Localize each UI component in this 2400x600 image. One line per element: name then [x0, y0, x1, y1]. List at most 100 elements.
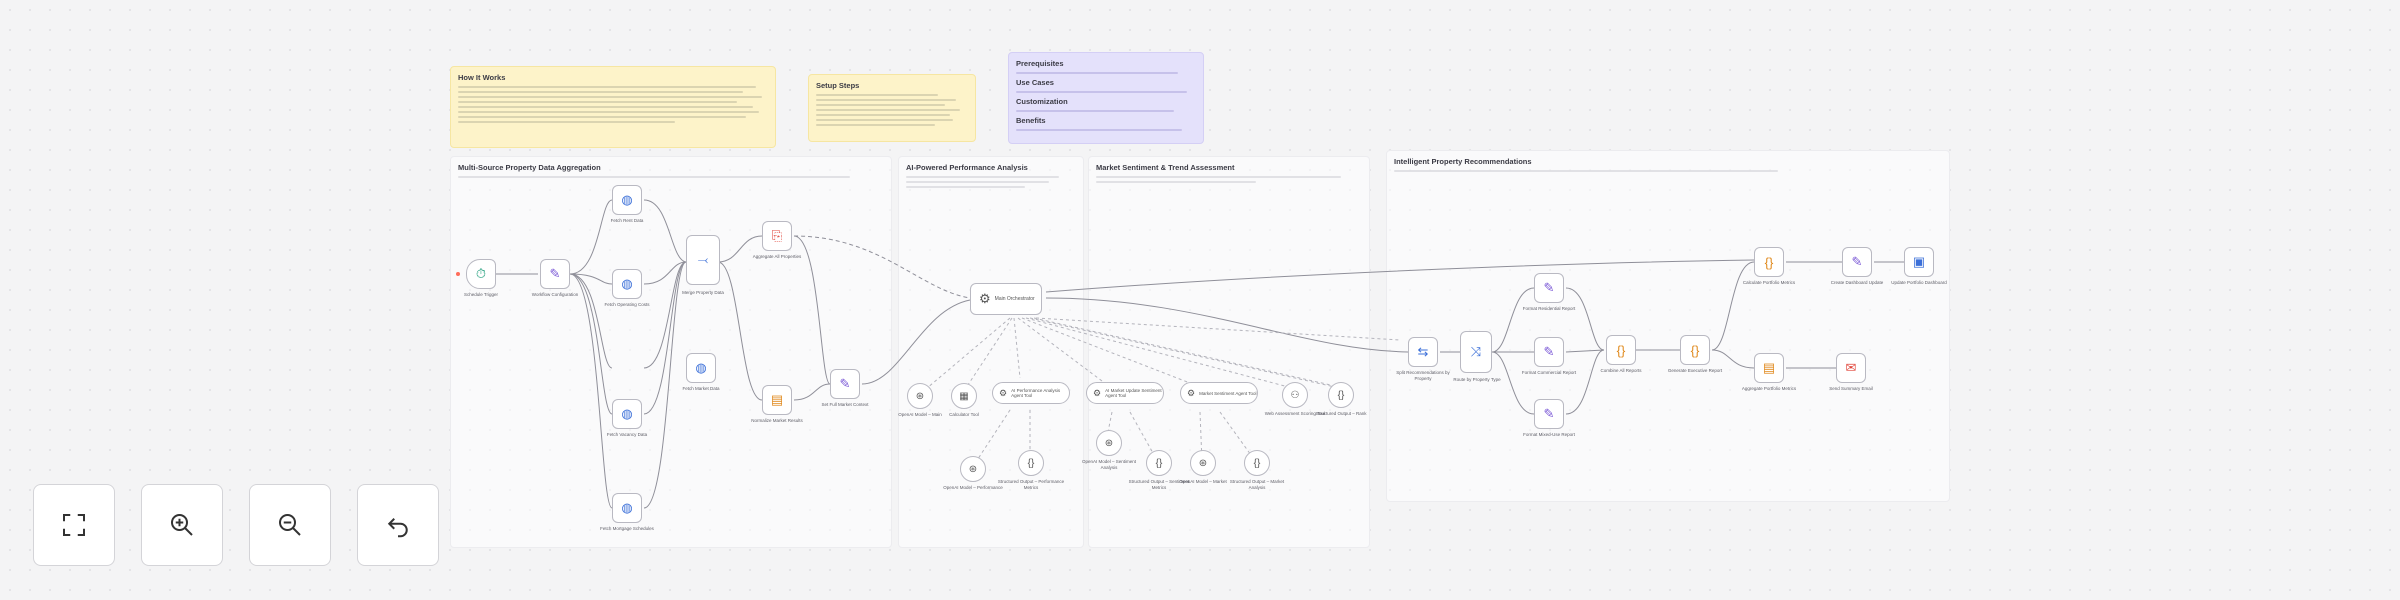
note-title: How It Works	[458, 73, 506, 82]
node-label: Create Dashboard Update	[1830, 280, 1884, 285]
send-email-node[interactable]: ✉	[1836, 353, 1866, 383]
node-label: Split Recommendations by Property	[1396, 370, 1450, 381]
node-label: Workflow Configuration	[531, 292, 579, 297]
openai-model-performance-node[interactable]: ⊛	[960, 456, 986, 482]
zoom-in-button[interactable]	[141, 484, 223, 566]
set-context-node[interactable]: ✎	[830, 369, 860, 399]
structured-output-sentiment-node[interactable]: {}	[1146, 450, 1172, 476]
merge-node[interactable]: ⤙	[686, 235, 720, 285]
note-setup-steps[interactable]: Setup Steps	[808, 74, 976, 142]
node-label: Combine All Reports	[1600, 368, 1642, 373]
note-title: Benefits	[1016, 116, 1046, 125]
node-label: AI Market Update Sentiment Agent Tool	[1105, 388, 1162, 398]
node-label: OpenAI Model – Sentiment Analysis	[1081, 459, 1137, 470]
section-sentiment[interactable]: Market Sentiment & Trend Assessment	[1088, 156, 1370, 548]
node-label: Route by Property Type	[1453, 377, 1501, 382]
performance-agent-tool-node[interactable]: ⚙AI Performance Analysis Agent Tool	[992, 382, 1070, 404]
generate-report-node[interactable]: {}	[1680, 335, 1710, 365]
combine-reports-node[interactable]: {}	[1606, 335, 1636, 365]
section-performance[interactable]: AI-Powered Performance Analysis	[898, 156, 1084, 548]
zoom-out-icon	[279, 514, 301, 536]
calculator-tool-node[interactable]: ▦	[951, 383, 977, 409]
sentiment-agent-tool-node[interactable]: ⚙AI Market Update Sentiment Agent Tool	[1086, 382, 1164, 404]
robot-icon: ⚙	[979, 291, 991, 306]
robot-icon: ⚙	[999, 387, 1008, 398]
aggregate-node[interactable]: ⎘	[762, 221, 792, 251]
split-recommendations-node[interactable]: ⇆	[1408, 337, 1438, 367]
update-dashboard-node[interactable]: ▣	[1904, 247, 1934, 277]
web-assessment-tool-node[interactable]: ⚇	[1282, 382, 1308, 408]
node-label: Calculator Tool	[949, 412, 979, 417]
node-label: Main Orchestrator	[994, 296, 1035, 302]
node-label: OpenAI Model – Performance	[943, 485, 1003, 490]
note-prerequisites[interactable]: Prerequisites Use Cases Customization Be…	[1008, 52, 1204, 144]
structured-output-market-node[interactable]: {}	[1244, 450, 1270, 476]
node-label: Generate Executive Report	[1667, 368, 1723, 373]
openai-model-market-node[interactable]: ⊛	[1190, 450, 1216, 476]
workflow-config-node[interactable]: ✎	[540, 259, 570, 289]
fetch-node-5[interactable]: ◍	[612, 493, 642, 523]
calculate-metrics-node[interactable]: {}	[1754, 247, 1784, 277]
node-label: Fetch Mortgage Schedules	[600, 526, 654, 531]
format-mixed-use-node[interactable]: ✎	[1534, 399, 1564, 429]
node-label: Fetch Rent Data	[610, 218, 644, 223]
node-label: Schedule Trigger	[463, 292, 499, 297]
route-property-type-node[interactable]: ⤨	[1460, 331, 1492, 373]
node-label: Calculate Portfolio Metrics	[1742, 280, 1796, 285]
schedule-trigger-node[interactable]: ⏱	[466, 259, 496, 289]
normalize-node[interactable]: ▤	[762, 385, 792, 415]
undo-button[interactable]	[357, 484, 439, 566]
format-commercial-node[interactable]: ✎	[1534, 337, 1564, 367]
section-title: Multi-Source Property Data Aggregation	[458, 163, 601, 172]
node-label: Fetch Operating Costs	[604, 302, 650, 307]
node-label: OpenAI Model – Main	[898, 412, 942, 417]
fit-view-button[interactable]	[33, 484, 115, 566]
node-label: AI Performance Analysis Agent Tool	[1011, 388, 1061, 398]
node-label: Normalize Market Results	[751, 418, 803, 423]
fetch-node-1[interactable]: ◍	[612, 185, 642, 215]
create-dashboard-update-node[interactable]: ✎	[1842, 247, 1872, 277]
structured-output-performance-node[interactable]: {}	[1018, 450, 1044, 476]
node-label: Structured Output – Performance Metrics	[997, 479, 1065, 490]
note-title: Use Cases	[1016, 78, 1054, 87]
fetch-node-4[interactable]: ◍	[612, 399, 642, 429]
market-sentiment-agent-tool-node[interactable]: ⚙Market Sentiment Agent Tool	[1180, 382, 1258, 404]
openai-model-main-node[interactable]: ⊛	[907, 383, 933, 409]
structured-output-rank-node[interactable]: {}	[1328, 382, 1354, 408]
aggregate-metrics-node[interactable]: ▤	[1754, 353, 1784, 383]
fetch-node-2[interactable]: ◍	[612, 269, 642, 299]
fetch-node-3[interactable]: ◍	[686, 353, 716, 383]
section-title: Market Sentiment & Trend Assessment	[1096, 163, 1235, 172]
node-label: OpenAI Model – Market	[1179, 479, 1227, 484]
robot-icon: ⚙	[1093, 387, 1102, 398]
node-label: Structured Output – Market Analysis	[1229, 479, 1285, 490]
section-title: Intelligent Property Recommendations	[1394, 157, 1532, 166]
node-label: Set Full Market Context	[821, 402, 869, 407]
format-residential-node[interactable]: ✎	[1534, 273, 1564, 303]
openai-model-sentiment-node[interactable]: ⊛	[1096, 430, 1122, 456]
node-label: Structured Output – Rank	[1315, 411, 1367, 416]
undo-icon	[387, 518, 408, 538]
section-title: AI-Powered Performance Analysis	[906, 163, 1028, 172]
note-title: Prerequisites	[1016, 59, 1064, 68]
section-recommendations[interactable]: Intelligent Property Recommendations	[1386, 150, 1950, 502]
main-orchestrator-agent-node[interactable]: ⚙ Main Orchestrator	[970, 283, 1042, 315]
note-title: Customization	[1016, 97, 1068, 106]
node-label: Fetch Market Data	[682, 386, 720, 391]
node-label: Market Sentiment Agent Tool	[1199, 390, 1257, 396]
zoom-out-button[interactable]	[249, 484, 331, 566]
node-label: Web Assessment Scoring Tool	[1264, 411, 1326, 416]
node-label: Aggregate Portfolio Metrics	[1741, 386, 1797, 391]
node-label: Update Portfolio Dashboard	[1891, 280, 1947, 285]
node-label: Fetch Vacancy Data	[606, 432, 648, 437]
node-label: Send Summary Email	[1829, 386, 1873, 391]
fit-view-icon	[63, 514, 85, 536]
zoom-in-icon	[171, 514, 193, 536]
section-aggregation[interactable]: Multi-Source Property Data Aggregation	[450, 156, 892, 548]
robot-icon: ⚙	[1187, 387, 1196, 398]
node-label: Merge Property Data	[682, 290, 724, 295]
note-title: Setup Steps	[816, 81, 860, 90]
note-how-it-works[interactable]: How It Works	[450, 66, 776, 148]
